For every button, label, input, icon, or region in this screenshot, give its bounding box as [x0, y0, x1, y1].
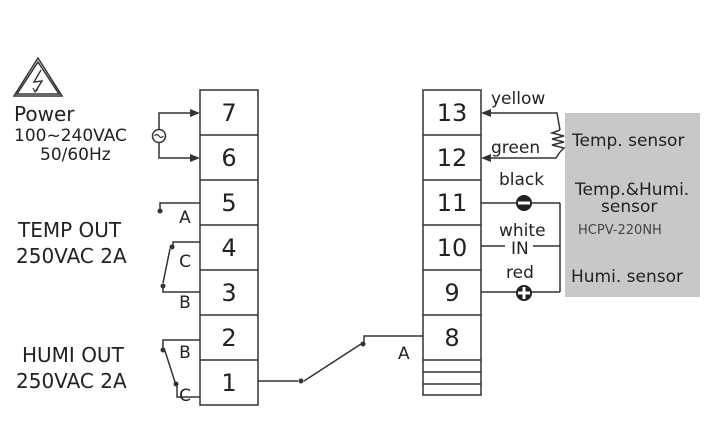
wire-label-green: green — [491, 138, 540, 158]
terminal-1: 1 — [221, 369, 236, 397]
sensor-panel — [565, 113, 700, 297]
terminal-12: 12 — [437, 144, 468, 172]
terminal-2: 2 — [221, 324, 236, 352]
terminal-8: 8 — [444, 324, 459, 352]
terminal-7: 7 — [221, 99, 236, 127]
wire-label-black: black — [499, 170, 544, 190]
left-terminal-numbers: 7 6 5 4 3 2 1 — [221, 99, 236, 397]
svg-text:A: A — [179, 208, 191, 228]
temp-sensor-label: Temp. sensor — [571, 131, 684, 151]
temp-humi-sensor-label-line1: Temp.&Humi. — [574, 180, 689, 200]
humi-out-title: HUMI OUT — [22, 343, 125, 367]
terminal-3: 3 — [221, 279, 236, 307]
high-voltage-warning-icon — [12, 56, 64, 97]
terminal-5: 5 — [221, 189, 236, 217]
svg-text:B: B — [179, 343, 191, 363]
sensor-arrowheads — [481, 109, 491, 162]
switch-dots — [298, 341, 366, 384]
temp-out-contact-dots — [157, 208, 175, 289]
minus-terminal-icon — [516, 195, 532, 211]
terminal-11: 11 — [437, 189, 468, 217]
right-terminal-block — [422, 89, 482, 396]
terminal-4: 4 — [221, 234, 236, 262]
svg-text:C: C — [179, 386, 191, 406]
left-terminal-block — [199, 89, 259, 406]
ac-source-symbol — [151, 112, 190, 159]
terminal-9: 9 — [444, 279, 459, 307]
power-title: Power — [14, 102, 75, 126]
right-terminal-numbers: 13 12 11 10 9 8 — [437, 99, 468, 352]
temp-out-title: TEMP OUT — [17, 218, 122, 242]
humi-sensor-label: Humi. sensor — [571, 267, 683, 287]
svg-text:C: C — [179, 252, 191, 272]
wire-label-white: white — [499, 221, 546, 241]
temp-humi-sensor-label-line2: sensor — [601, 197, 657, 217]
terminal-6: 6 — [221, 144, 236, 172]
external-switch — [258, 335, 423, 382]
terminal-10: 10 — [437, 234, 468, 262]
svg-text:B: B — [179, 293, 191, 313]
humi-out-contact-labels: B C — [179, 343, 191, 406]
switch-label-a: A — [398, 344, 410, 364]
humi-out-rating: 250VAC 2A — [16, 369, 127, 393]
plus-terminal-icon — [516, 285, 532, 301]
power-frequency: 50/60Hz — [40, 145, 111, 165]
temp-out-wiring — [159, 202, 200, 293]
humi-out-wiring — [162, 339, 200, 398]
terminal-13: 13 — [437, 99, 468, 127]
sensor-model-label: HCPV-220NH — [578, 223, 662, 238]
wire-label-in: IN — [511, 239, 529, 259]
humi-out-contact-dots — [160, 347, 179, 387]
power-arrowheads — [190, 109, 200, 162]
temp-out-contact-labels: A C B — [179, 208, 191, 313]
temp-out-rating: 250VAC 2A — [16, 244, 127, 268]
wire-label-yellow: yellow — [491, 89, 545, 109]
power-voltage: 100~240VAC — [14, 126, 127, 146]
wire-label-red: red — [506, 263, 534, 283]
